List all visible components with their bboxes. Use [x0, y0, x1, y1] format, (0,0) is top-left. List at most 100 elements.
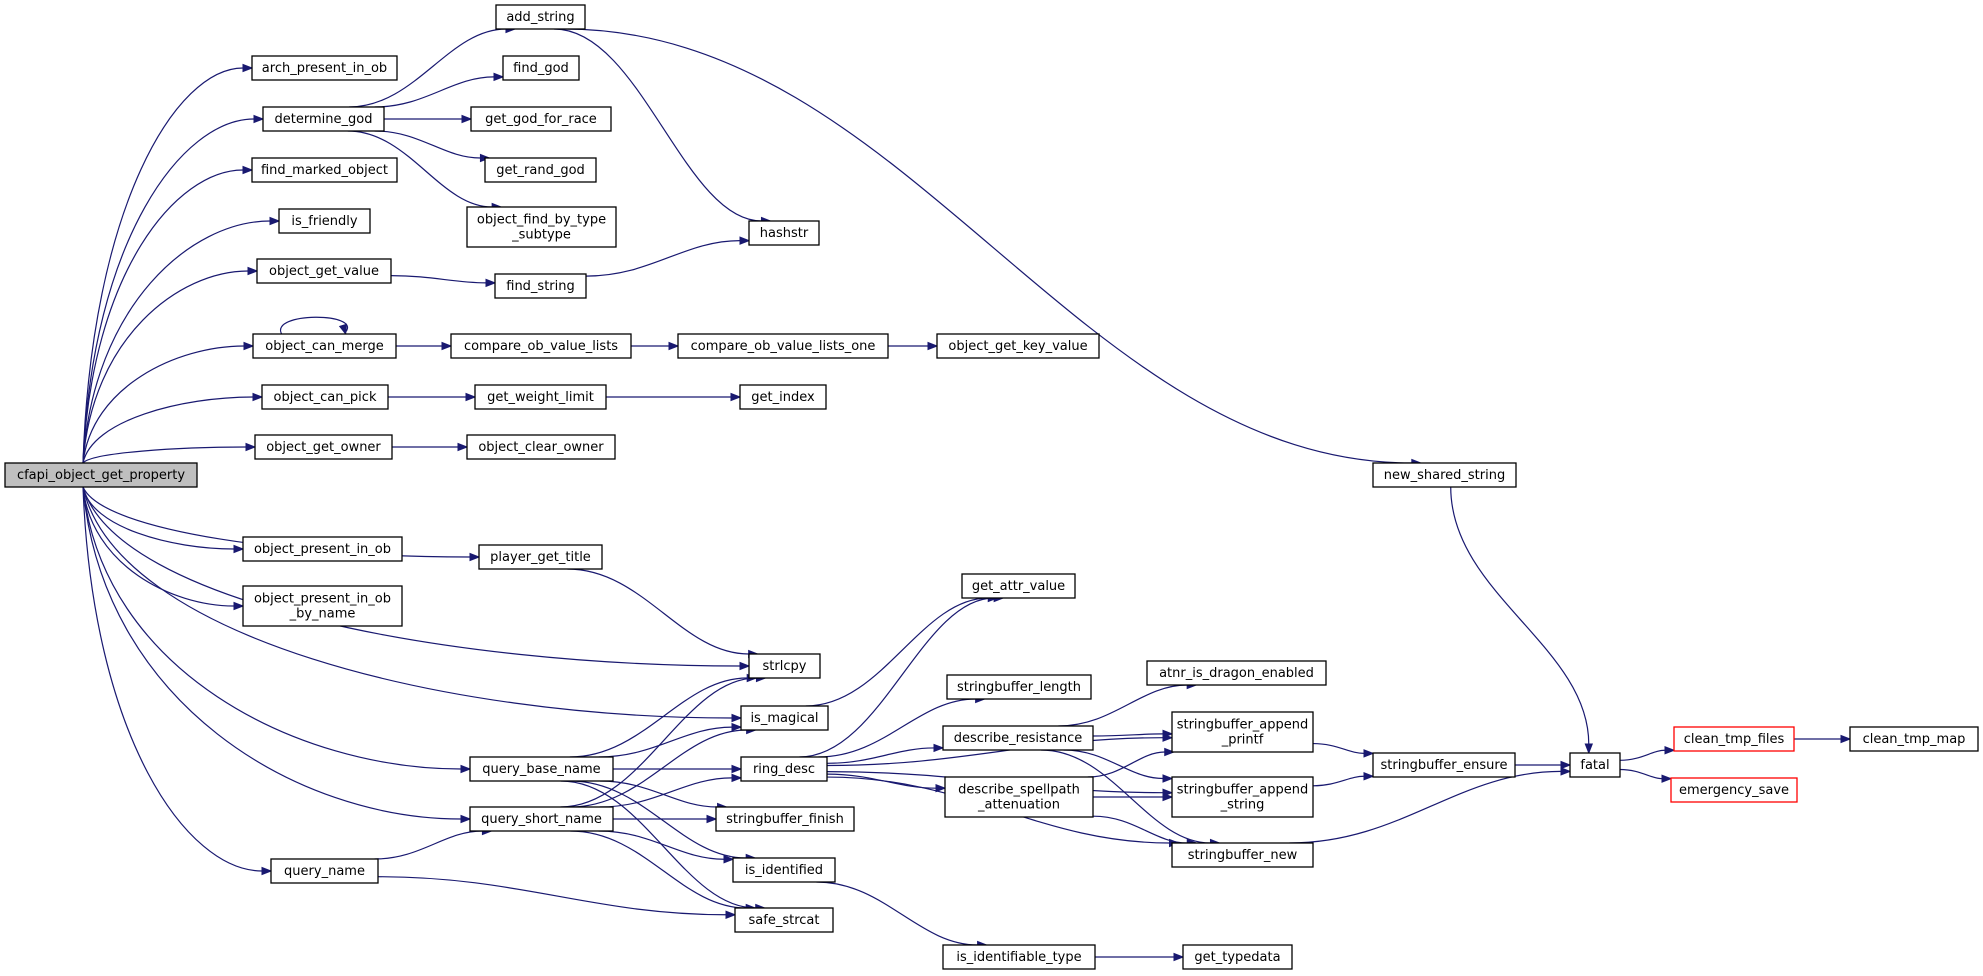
function-node-get_rand_god[interactable]: get_rand_god — [484, 157, 597, 183]
function-node-object_clear_owner[interactable]: object_clear_owner — [466, 434, 616, 460]
function-node-query_base_name[interactable]: query_base_name — [469, 756, 614, 782]
function-node-object_get_key_value[interactable]: object_get_key_value — [936, 333, 1100, 359]
node-box[interactable] — [1673, 726, 1795, 752]
function-node-get_typedata[interactable]: get_typedata — [1182, 944, 1293, 970]
function-node-stringbuffer_ensure[interactable]: stringbuffer_ensure — [1372, 752, 1516, 778]
node-box[interactable] — [242, 585, 403, 627]
node-box[interactable] — [4, 462, 198, 488]
node-box[interactable] — [478, 544, 603, 570]
function-node-ring_desc[interactable]: ring_desc — [740, 756, 828, 782]
node-box[interactable] — [470, 106, 612, 132]
node-box[interactable] — [961, 573, 1076, 599]
function-node-sb_append_printf[interactable]: stringbuffer_append_printf — [1171, 711, 1314, 753]
node-box[interactable] — [1372, 462, 1517, 488]
node-box[interactable] — [1670, 777, 1798, 803]
function-node-clean_tmp_files[interactable]: clean_tmp_files — [1673, 726, 1795, 752]
node-box[interactable] — [270, 858, 379, 884]
function-node-hashstr[interactable]: hashstr — [748, 220, 820, 246]
function-node-determine_god[interactable]: determine_god — [262, 106, 385, 132]
function-node-get_weight_limit[interactable]: get_weight_limit — [474, 384, 607, 410]
function-node-emergency_save[interactable]: emergency_save — [1670, 777, 1798, 803]
node-box[interactable] — [1171, 776, 1314, 818]
node-box[interactable] — [502, 55, 580, 81]
node-box[interactable] — [1372, 752, 1516, 778]
function-node-stringbuffer_new[interactable]: stringbuffer_new — [1171, 842, 1314, 868]
function-node-object_can_merge[interactable]: object_can_merge — [252, 333, 397, 359]
node-box[interactable] — [1146, 660, 1327, 686]
node-box[interactable] — [466, 206, 617, 248]
node-box[interactable] — [936, 333, 1100, 359]
function-node-describe_spellpath[interactable]: describe_spellpath_attenuation — [944, 776, 1094, 818]
function-node-stringbuffer_length[interactable]: stringbuffer_length — [946, 674, 1092, 700]
function-node-strlcpy[interactable]: strlcpy — [748, 653, 821, 679]
node-box[interactable] — [734, 907, 834, 933]
node-box[interactable] — [484, 157, 597, 183]
node-box[interactable] — [466, 434, 616, 460]
function-node-clean_tmp_map[interactable]: clean_tmp_map — [1849, 726, 1979, 752]
node-box[interactable] — [494, 273, 587, 299]
function-node-find_string[interactable]: find_string — [494, 273, 587, 299]
node-box[interactable] — [946, 674, 1092, 700]
function-node-object_find_by_type[interactable]: object_find_by_type_subtype — [466, 206, 617, 248]
function-node-object_get_value[interactable]: object_get_value — [256, 258, 392, 284]
function-node-is_identified[interactable]: is_identified — [732, 857, 836, 883]
node-box[interactable] — [262, 106, 385, 132]
node-box[interactable] — [450, 333, 632, 359]
node-box[interactable] — [495, 4, 586, 30]
function-node-object_present_in_ob[interactable]: object_present_in_ob — [242, 536, 403, 562]
function-node-query_short_name[interactable]: query_short_name — [469, 806, 614, 832]
node-box[interactable] — [252, 333, 397, 359]
function-node-find_marked[interactable]: find_marked_object — [251, 157, 398, 183]
function-node-describe_resistance[interactable]: describe_resistance — [942, 725, 1094, 751]
function-node-sb_append_string[interactable]: stringbuffer_append_string — [1171, 776, 1314, 818]
node-box[interactable] — [748, 653, 821, 679]
function-node-query_name[interactable]: query_name — [270, 858, 379, 884]
node-box[interactable] — [251, 55, 398, 81]
node-box[interactable] — [748, 220, 820, 246]
function-node-object_get_owner[interactable]: object_get_owner — [254, 434, 393, 460]
node-box[interactable] — [740, 756, 828, 782]
node-box[interactable] — [715, 806, 855, 832]
function-node-object_present_by_name[interactable]: object_present_in_ob_by_name — [242, 585, 403, 627]
function-node-new_shared_string[interactable]: new_shared_string — [1372, 462, 1517, 488]
node-box[interactable] — [254, 434, 393, 460]
node-box[interactable] — [740, 705, 829, 731]
node-box[interactable] — [1569, 752, 1621, 778]
function-node-get_attr_value[interactable]: get_attr_value — [961, 573, 1076, 599]
node-box[interactable] — [469, 756, 614, 782]
function-node-cfapi[interactable]: cfapi_object_get_property — [4, 462, 198, 488]
node-box[interactable] — [469, 806, 614, 832]
function-node-compare_lists_one[interactable]: compare_ob_value_lists_one — [677, 333, 889, 359]
node-box[interactable] — [242, 536, 403, 562]
function-node-arch_present[interactable]: arch_present_in_ob — [251, 55, 398, 81]
function-node-object_can_pick[interactable]: object_can_pick — [261, 384, 389, 410]
node-box[interactable] — [1171, 842, 1314, 868]
node-box[interactable] — [278, 208, 371, 234]
node-box[interactable] — [1182, 944, 1293, 970]
function-node-compare_lists[interactable]: compare_ob_value_lists — [450, 333, 632, 359]
function-node-is_magical[interactable]: is_magical — [740, 705, 829, 731]
function-node-get_god_for_race[interactable]: get_god_for_race — [470, 106, 612, 132]
node-box[interactable] — [942, 944, 1096, 970]
node-box[interactable] — [739, 384, 827, 410]
node-box[interactable] — [732, 857, 836, 883]
node-box[interactable] — [942, 725, 1094, 751]
function-node-fatal[interactable]: fatal — [1569, 752, 1621, 778]
node-box[interactable] — [474, 384, 607, 410]
function-node-stringbuffer_finish[interactable]: stringbuffer_finish — [715, 806, 855, 832]
node-box[interactable] — [251, 157, 398, 183]
node-box[interactable] — [677, 333, 889, 359]
function-node-is_identifiable_type[interactable]: is_identifiable_type — [942, 944, 1096, 970]
function-node-get_index[interactable]: get_index — [739, 384, 827, 410]
node-box[interactable] — [1171, 711, 1314, 753]
function-node-find_god[interactable]: find_god — [502, 55, 580, 81]
node-box[interactable] — [1849, 726, 1979, 752]
node-box[interactable] — [256, 258, 392, 284]
function-node-add_string[interactable]: add_string — [495, 4, 586, 30]
node-box[interactable] — [261, 384, 389, 410]
node-box[interactable] — [944, 776, 1094, 818]
function-node-safe_strcat[interactable]: safe_strcat — [734, 907, 834, 933]
function-node-is_friendly[interactable]: is_friendly — [278, 208, 371, 234]
function-node-player_get_title[interactable]: player_get_title — [478, 544, 603, 570]
function-node-atnr_is_dragon[interactable]: atnr_is_dragon_enabled — [1146, 660, 1327, 686]
